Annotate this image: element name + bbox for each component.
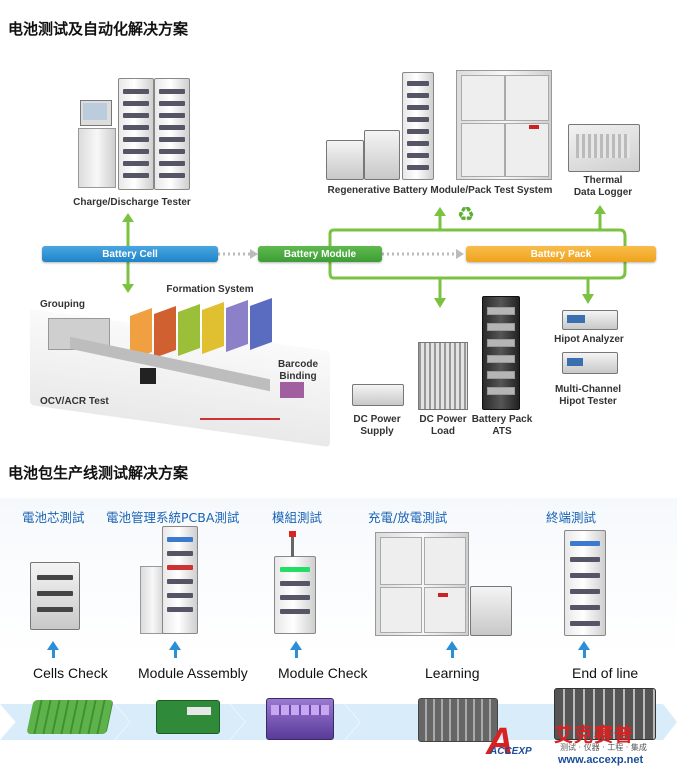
accexp-watermark: A ACCEXP 艾克赛普 测试 · 仪器 · 工程 · 集成 www.acce… bbox=[486, 721, 647, 766]
stage-en-label: Cells Check bbox=[33, 665, 108, 681]
stage-en-label: End of line bbox=[572, 665, 639, 681]
module-assembly-equipment-image bbox=[140, 526, 198, 634]
dc-power-load-image bbox=[418, 342, 468, 410]
section1-title: 电池测试及自动化解决方案 bbox=[8, 20, 189, 38]
barcode-label-2: Binding bbox=[279, 371, 317, 382]
module-check-equipment-image bbox=[274, 531, 316, 634]
thermal-data-logger-image bbox=[568, 118, 640, 172]
dc-load-label-1: DC Power bbox=[419, 414, 467, 425]
barcode-label-1: Barcode bbox=[277, 359, 318, 370]
section2-title: 电池包生产线测试解决方案 bbox=[8, 464, 189, 482]
arrow-up-icon bbox=[290, 641, 302, 658]
stage-cn-label: 充電/放電測試 bbox=[368, 510, 448, 525]
arrow-up-icon bbox=[169, 641, 181, 658]
stage-en-label: Learning bbox=[425, 665, 480, 681]
dc-supply-label-2: Supply bbox=[360, 426, 394, 437]
battery-packs-stack-image bbox=[554, 688, 656, 740]
learning-cabinet-image bbox=[375, 532, 469, 636]
thermal-label-2: Data Logger bbox=[573, 187, 633, 198]
pcba-board-image bbox=[156, 700, 220, 734]
brand-tagline: 测试 · 仪器 · 工程 · 集成 bbox=[560, 743, 647, 752]
arrow-up-icon bbox=[47, 641, 59, 658]
dc-load-label-2: Load bbox=[431, 426, 455, 437]
arrow-up-icon bbox=[446, 641, 458, 658]
recycle-icon: ♻ bbox=[457, 202, 475, 226]
charge-discharge-label: Charge/Discharge Tester bbox=[73, 197, 191, 208]
hipot-tester-label-1: Multi-Channel bbox=[554, 384, 622, 395]
regenerative-system-label: Regenerative Battery Module/Pack Test Sy… bbox=[327, 185, 553, 196]
battery-module-bar: Battery Module bbox=[258, 246, 382, 262]
grouping-label: Grouping bbox=[40, 299, 85, 310]
dc-power-supply-image bbox=[352, 384, 404, 406]
formation-line-image bbox=[30, 290, 330, 448]
hipot-analyzer-image bbox=[562, 310, 618, 330]
stage-cn-label: 電池管理系統PCBA測試 bbox=[106, 510, 240, 525]
brand-url: www.accexp.net bbox=[558, 754, 644, 766]
charge-discharge-tester-image bbox=[70, 74, 190, 194]
brand-en: ACCEXP bbox=[490, 746, 532, 757]
pack-ats-label-1: Battery Pack bbox=[471, 414, 533, 425]
stage-en-label: Module Check bbox=[278, 665, 368, 681]
hipot-tester-image bbox=[562, 352, 618, 374]
thermal-label-1: Thermal bbox=[583, 175, 623, 186]
dc-supply-label-1: DC Power bbox=[353, 414, 401, 425]
battery-pack-image bbox=[418, 698, 498, 742]
battery-pack-ats-image bbox=[482, 296, 520, 410]
regenerative-system-image bbox=[322, 70, 552, 182]
battery-cell-bar: Battery Cell bbox=[42, 246, 218, 262]
stage-en-label: Module Assembly bbox=[138, 665, 248, 681]
end-of-line-equipment-image bbox=[564, 530, 606, 636]
hipot-analyzer-label: Hipot Analyzer bbox=[554, 334, 624, 345]
pack-ats-label-2: ATS bbox=[492, 426, 512, 437]
battery-module-image bbox=[266, 698, 334, 740]
brand-cn: 艾克赛普 bbox=[554, 724, 635, 746]
stage-cn-label: 電池芯測試 bbox=[22, 510, 85, 525]
hipot-tester-label-2: Hipot Tester bbox=[559, 396, 617, 407]
stage-cn-label: 模組測試 bbox=[272, 510, 323, 525]
battery-cells-image bbox=[26, 700, 114, 734]
stage-cn-label: 終端測試 bbox=[546, 510, 597, 525]
ocv-acr-label: OCV/ACR Test bbox=[40, 396, 109, 407]
cells-check-equipment-image bbox=[30, 562, 80, 630]
formation-label: Formation System bbox=[166, 284, 254, 295]
learning-unit-image bbox=[470, 586, 512, 636]
arrow-up-icon bbox=[578, 641, 590, 658]
battery-pack-bar: Battery Pack bbox=[466, 246, 656, 262]
